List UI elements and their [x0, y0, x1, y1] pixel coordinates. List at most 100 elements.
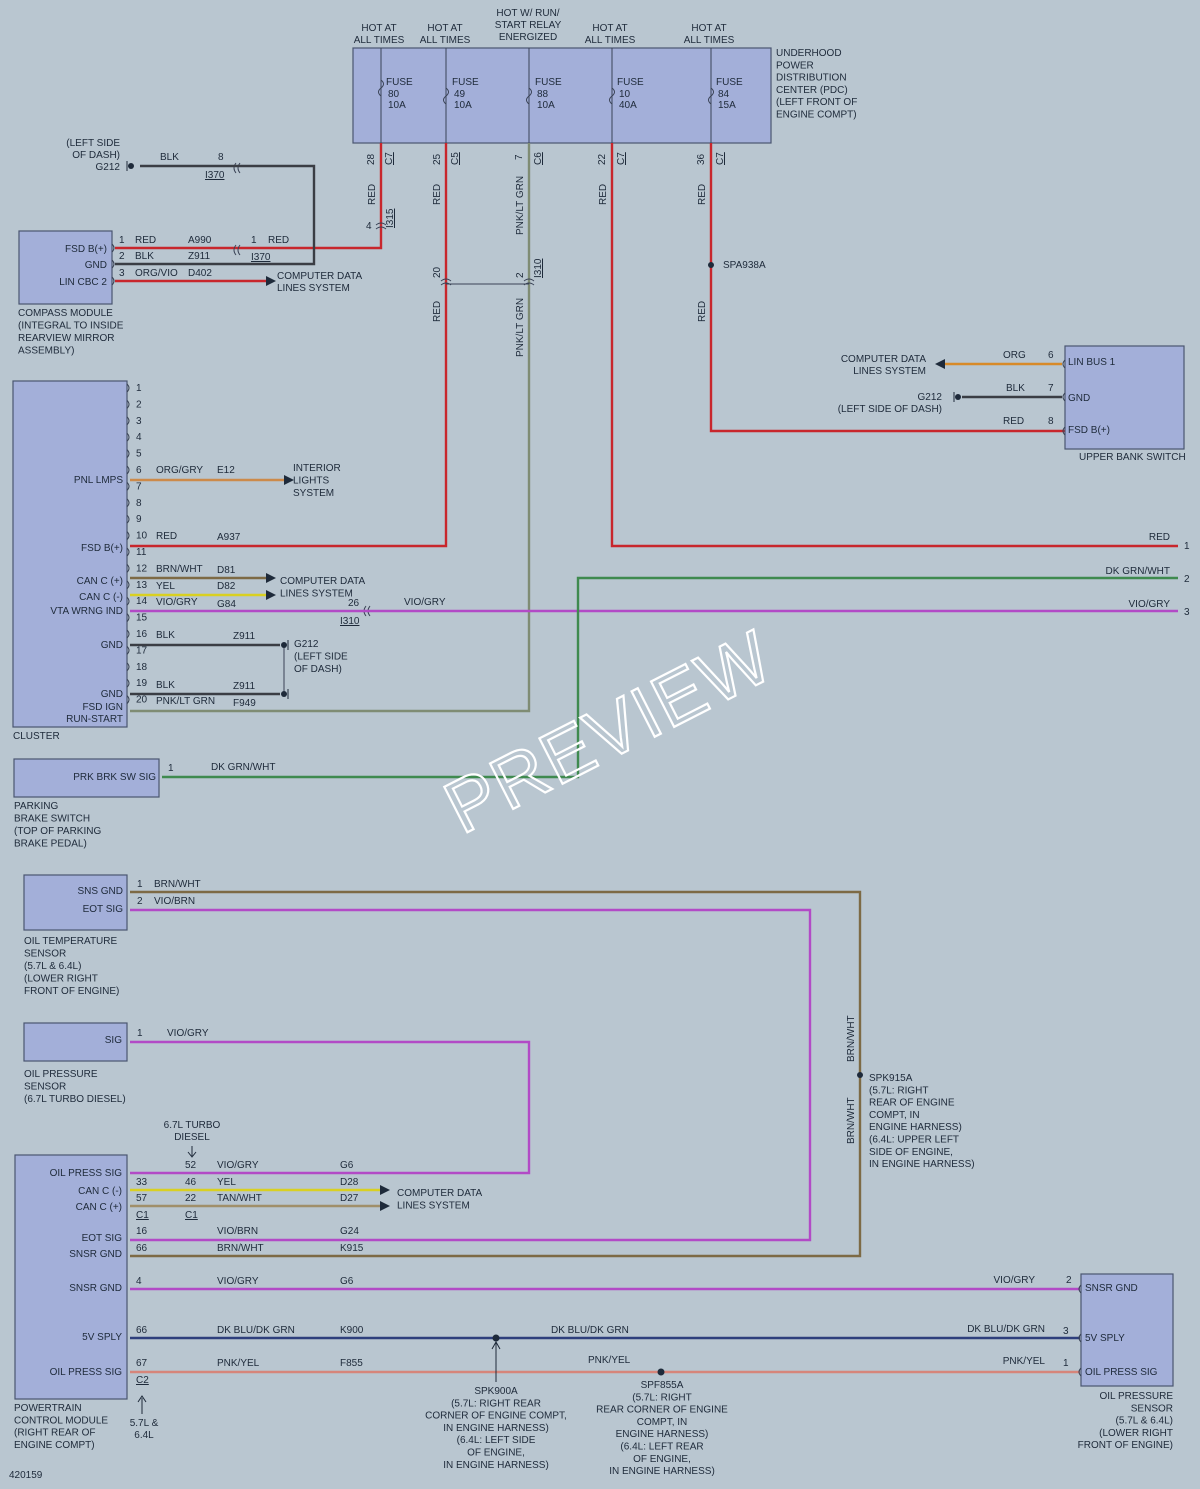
compass-module-box	[18, 230, 113, 305]
cluster-pin-number: 15	[136, 613, 148, 624]
svg-text:CAN C (-): CAN C (-)	[79, 592, 123, 603]
svg-text:6: 6	[1048, 350, 1054, 361]
svg-text:Z911: Z911	[188, 251, 210, 262]
svg-text:C1: C1	[136, 1210, 149, 1221]
svg-text:2: 2	[515, 272, 526, 278]
cluster-pin-cavity	[126, 613, 130, 622]
svg-text:36: 36	[696, 153, 707, 165]
svg-text:GND: GND	[85, 260, 107, 271]
parking-brake-switch-box	[13, 758, 160, 798]
cluster-pin-number: 14	[136, 596, 148, 607]
arrow-compass-cdls	[266, 276, 276, 286]
svg-text:1: 1	[251, 235, 257, 246]
svg-text:420159: 420159	[9, 1470, 43, 1481]
svg-text:SPA938A: SPA938A	[723, 260, 766, 271]
svg-text:I310: I310	[533, 258, 544, 278]
svg-text:52: 52	[185, 1160, 197, 1171]
svg-text:RED: RED	[367, 184, 378, 205]
svg-text:YEL: YEL	[156, 581, 175, 592]
svg-text:16: 16	[136, 1226, 148, 1237]
svg-text:G24: G24	[340, 1226, 359, 1237]
cluster-pin-cavity	[126, 596, 130, 606]
svg-text:TAN/WHT: TAN/WHT	[217, 1193, 262, 1204]
preview-watermark: PREVIEW	[432, 614, 786, 849]
svg-text:EOT SIG: EOT SIG	[83, 904, 124, 915]
svg-text:VIO/BRN: VIO/BRN	[154, 896, 195, 907]
svg-text:33: 33	[136, 1177, 148, 1188]
svg-text:CAN C (+): CAN C (+)	[77, 576, 123, 587]
svg-text:C7: C7	[384, 152, 395, 165]
cluster-box	[12, 380, 128, 728]
svg-text:DK BLU/DK GRN: DK BLU/DK GRN	[967, 1324, 1045, 1335]
bottom-splice-labels: DK BLU/DK GRN PNK/YEL SPK900A(5.7L: RIGH…	[425, 1325, 728, 1477]
svg-text:LIN CBC 2: LIN CBC 2	[59, 277, 107, 288]
svg-text:BRN/WHT: BRN/WHT	[156, 564, 203, 575]
svg-text:GND: GND	[101, 689, 123, 700]
pdc-output-wires	[115, 143, 1178, 713]
svg-text:CLUSTER: CLUSTER	[13, 731, 60, 742]
svg-text:2: 2	[1184, 574, 1190, 585]
svg-text:BLK: BLK	[1006, 383, 1025, 394]
svg-text:DK BLU/DK GRN: DK BLU/DK GRN	[217, 1325, 295, 1336]
cluster-pin-number: 11	[136, 547, 147, 558]
svg-text:G6: G6	[340, 1276, 354, 1287]
svg-text:66: 66	[136, 1325, 148, 1336]
cluster-pin-cavity	[126, 432, 130, 442]
pdc-pin-labels: 28 C7 25 C5 7 C6 22 C7 36 C7	[366, 152, 726, 165]
svg-text:SNSR GND: SNSR GND	[69, 1249, 122, 1260]
svg-text:I370: I370	[251, 252, 271, 263]
svg-text:3: 3	[1184, 607, 1190, 618]
svg-text:D402: D402	[188, 268, 212, 279]
svg-text:Z911: Z911	[233, 631, 255, 642]
svg-text:PNK/YEL: PNK/YEL	[217, 1358, 260, 1369]
wire-fuse10-red	[610, 143, 1178, 548]
svg-text:VIO/GRY: VIO/GRY	[994, 1275, 1036, 1286]
cluster-pin-cavity	[126, 465, 130, 475]
svg-text:PNK/YEL: PNK/YEL	[1003, 1356, 1046, 1367]
svg-text:2: 2	[119, 251, 125, 262]
cluster-pin-number: 12	[136, 563, 148, 574]
svg-text:57: 57	[136, 1193, 148, 1204]
svg-text:OIL PRESS SIG: OIL PRESS SIG	[1085, 1367, 1158, 1378]
wire-fuse49-red	[130, 143, 448, 548]
svg-text:CAN C (+): CAN C (+)	[76, 1202, 122, 1213]
svg-text:SNS GND: SNS GND	[77, 886, 123, 897]
svg-text:F949: F949	[233, 698, 256, 709]
cluster-pin-number: 13	[136, 580, 148, 591]
cluster-pin-cavity	[126, 629, 130, 639]
svg-text:Z911: Z911	[233, 681, 255, 692]
svg-text:BRN/WHT: BRN/WHT	[217, 1243, 264, 1254]
compass-wire-labels: 1 RED A990 2 BLK Z911 3 ORG/VIO D402 COM…	[66, 138, 362, 294]
svg-text:I310: I310	[340, 616, 360, 627]
svg-text:ORG/VIO: ORG/VIO	[135, 268, 178, 279]
svg-text:28: 28	[366, 153, 377, 165]
oilpress2-labels: SNSR GND 5V SPLY OIL PRESS SIG VIO/GRY 2…	[967, 1275, 1173, 1451]
upper-bank-switch-box	[1064, 345, 1185, 450]
cluster-pin-number: 17	[136, 645, 148, 656]
svg-text:ORG: ORG	[1003, 350, 1026, 361]
cluster-pin-number: 7	[136, 481, 142, 492]
splice-spa938a	[708, 262, 714, 268]
svg-text:1: 1	[137, 1028, 143, 1039]
svg-text:VIO/GRY: VIO/GRY	[156, 597, 198, 608]
svg-text:K915: K915	[340, 1243, 364, 1254]
cluster-pin-number: 9	[136, 514, 142, 525]
svg-text:3: 3	[1063, 1326, 1069, 1337]
svg-text:I370: I370	[205, 170, 225, 181]
svg-text:RED: RED	[268, 235, 289, 246]
